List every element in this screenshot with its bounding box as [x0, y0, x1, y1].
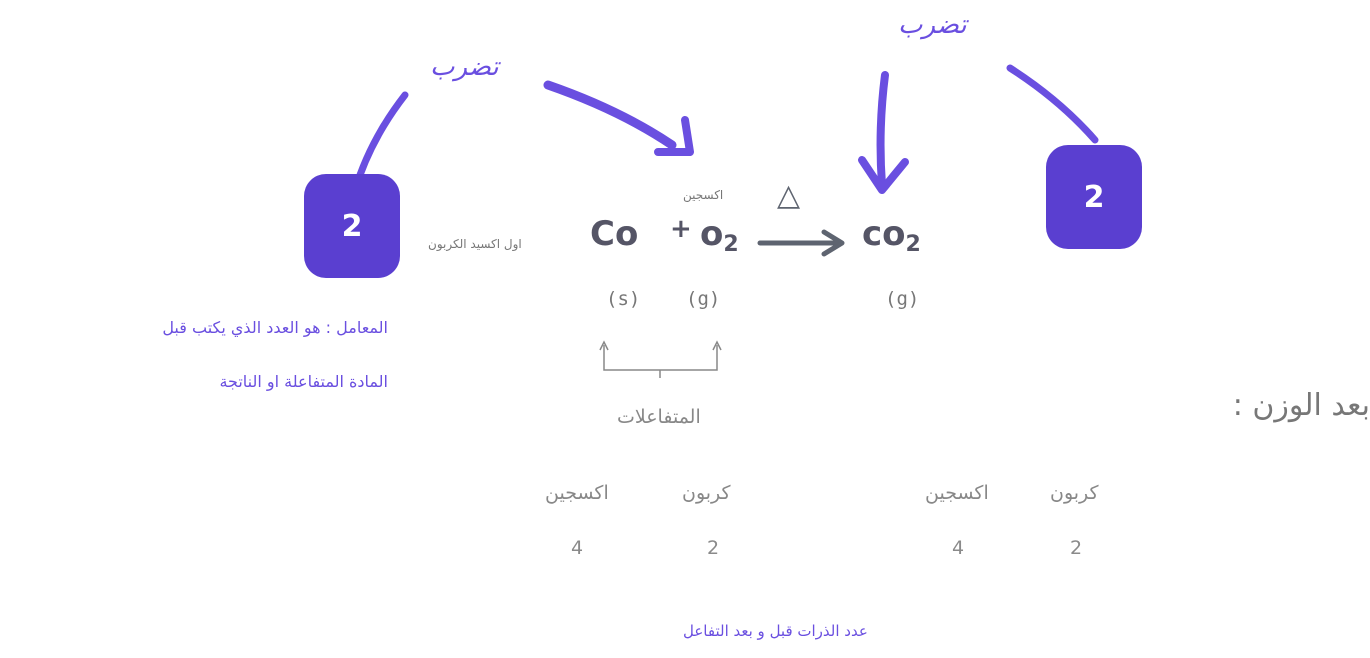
atoms-left-carbon-label: كربون: [682, 482, 731, 504]
reactants-label: المتفاعلات: [617, 406, 701, 428]
atoms-left-carbon-count: 2: [707, 537, 720, 559]
multiply-label-left: تضرب: [430, 52, 499, 82]
bracket-arrow-right: [712, 340, 722, 351]
state-gas-product: (g): [885, 288, 920, 310]
reactant-o2-main: o: [700, 214, 724, 254]
product-co2-main: co: [862, 214, 906, 254]
coefficient-definition-line1: المعامل : هو العدد الذي يكتب قبل: [162, 318, 388, 337]
coefficient-definition-line2: المادة المتفاعلة او الناتجة: [219, 372, 388, 391]
atoms-left-oxygen-count: 4: [571, 537, 584, 559]
after-balancing-heading: بعد الوزن :: [1232, 388, 1370, 423]
reactant-co: Co: [590, 214, 639, 254]
atoms-right-carbon-label: كربون: [1050, 482, 1099, 504]
multiply-label-right: تضرب: [898, 10, 967, 40]
multiply-arrowhead-left: [654, 116, 694, 156]
reaction-arrowhead: [821, 229, 845, 257]
state-gas-reactant: (g): [686, 288, 721, 310]
plus-sign: +: [670, 214, 692, 244]
multiply-arrow-left: [543, 80, 677, 150]
coefficient-box-left: 2: [304, 174, 400, 278]
state-solid: (s): [606, 288, 641, 310]
bracket-arrow-left: [599, 340, 609, 351]
atoms-left-oxygen-label: اكسجين: [545, 482, 609, 504]
atoms-right-carbon-count: 2: [1070, 537, 1083, 559]
reactant-o2: o2: [700, 214, 739, 257]
atoms-right-oxygen-count: 4: [952, 537, 965, 559]
product-co2-subscript: 2: [905, 232, 921, 257]
oxygen-label: اكسجين: [683, 188, 724, 202]
atoms-right-oxygen-label: اكسجين: [925, 482, 989, 504]
reactant-o2-subscript: 2: [723, 232, 739, 257]
coefficient-box-right: 2: [1046, 145, 1142, 249]
carbon-monoxide-label: اول اكسيد الكربون: [428, 237, 522, 251]
heat-symbol: △: [777, 178, 801, 213]
right-coefficient-curve: [1006, 64, 1099, 144]
multiply-arrow-right: [876, 71, 889, 189]
product-co2: co2: [862, 214, 921, 257]
reactants-bracket: [603, 345, 718, 371]
atoms-caption: عدد الذرات قبل و بعد التفاعل: [683, 622, 868, 640]
multiply-arrowhead-right: [858, 156, 909, 194]
